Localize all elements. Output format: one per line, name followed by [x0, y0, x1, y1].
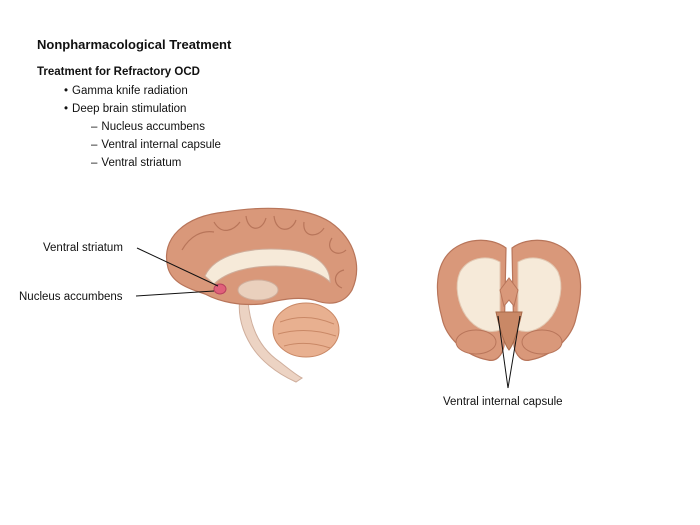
- label-ventral-striatum: Ventral striatum: [43, 242, 123, 254]
- sub-bullet-item: Ventral striatum: [91, 154, 221, 172]
- leader-line-ventral-internal-capsule-left: [497, 315, 509, 389]
- leader-line-ventral-striatum: [136, 247, 219, 287]
- temporal-lobe-right: [521, 329, 563, 355]
- sub-bullet-item: Nucleus accumbens: [91, 118, 221, 136]
- label-nucleus-accumbens: Nucleus accumbens: [19, 291, 123, 303]
- white-matter-left: [456, 257, 501, 332]
- bullet-item: Gamma knife radiation: [64, 82, 221, 100]
- slide-subtitle: Treatment for Refractory OCD: [37, 66, 200, 78]
- thalamus: [237, 279, 279, 301]
- bullet-item: Deep brain stimulation Nucleus accumbens…: [64, 100, 221, 172]
- sagittal-brain-illustration: [166, 207, 358, 383]
- sub-bullet-list: Nucleus accumbens Ventral internal capsu…: [64, 118, 221, 172]
- coronal-brain-illustration: [436, 239, 582, 361]
- white-matter-right: [517, 257, 562, 332]
- nucleus-accumbens-highlight: [213, 283, 227, 295]
- bullet-list: Gamma knife radiation Deep brain stimula…: [64, 82, 221, 172]
- leader-line-nucleus-accumbens: [135, 290, 215, 297]
- ventricles: [499, 277, 519, 308]
- label-ventral-internal-capsule: Ventral internal capsule: [443, 396, 563, 408]
- temporal-lobe-left: [455, 329, 497, 355]
- slide-title: Nonpharmacological Treatment: [37, 37, 232, 52]
- corpus-callosum: [204, 248, 331, 285]
- sub-bullet-item: Ventral internal capsule: [91, 136, 221, 154]
- leader-line-ventral-internal-capsule-right: [507, 315, 521, 389]
- brainstem: [238, 297, 303, 383]
